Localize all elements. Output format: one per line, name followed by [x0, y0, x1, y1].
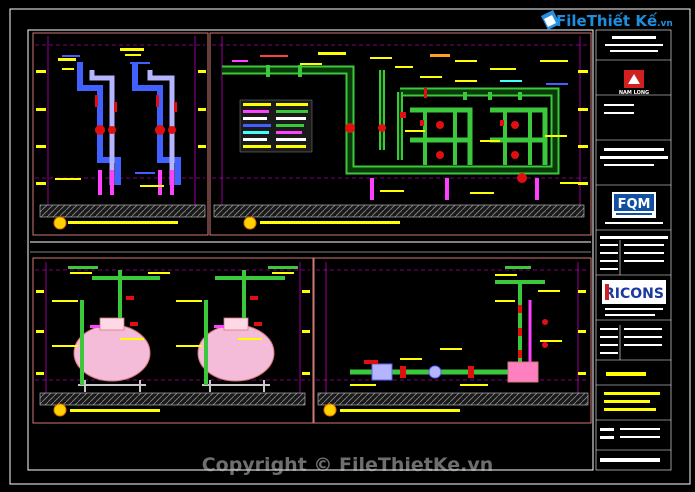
- floor-slab-3: [39, 392, 306, 406]
- watermark-logo-prefix: File: [556, 12, 587, 30]
- section-top-right: [209, 32, 592, 236]
- floor-slab-4: [317, 392, 589, 406]
- tank-pipes: [80, 270, 285, 385]
- logo-ricons-text: RICONS: [604, 286, 664, 302]
- section-tag-1: [53, 216, 67, 230]
- tank-annotations: [52, 266, 298, 347]
- filter-tanks: [73, 317, 275, 392]
- logo-nam-long: NAM LONG: [619, 70, 649, 96]
- section-bottom-right: [313, 257, 592, 424]
- logo-fqm-text: FQM: [618, 197, 651, 212]
- section-tag-2: [243, 216, 257, 230]
- watermark-logo-icon: [541, 10, 560, 30]
- title-block-text: [600, 36, 668, 462]
- section-tag-3: [53, 403, 67, 417]
- level-marks: [36, 70, 588, 375]
- watermark-logo-suffix: .vn: [657, 19, 673, 29]
- valve-red-group-2: [345, 88, 527, 183]
- sheet-border: [9, 8, 691, 485]
- drawing-frame: [27, 29, 594, 471]
- logo-fqm: FQM: [612, 192, 656, 218]
- watermark-copyright: Copyright © FileThietKe.vn: [201, 454, 494, 476]
- watermark-logo-main: Thiết Kế: [586, 12, 658, 30]
- pump-body: [371, 361, 539, 383]
- pump-annotations: [350, 266, 562, 386]
- pump-line: [350, 280, 545, 375]
- logo-ricons: RICONS: [602, 280, 666, 304]
- floor-slab-1: [39, 204, 206, 218]
- title-block: [595, 29, 672, 471]
- watermark-logo-text: FileThiết Kế.vn: [556, 12, 673, 30]
- riser-detail-left: [77, 62, 181, 195]
- section-bottom-left: [32, 257, 314, 424]
- network-annotations: [232, 52, 580, 194]
- section-tag-4: [323, 403, 337, 417]
- section-top-left: [32, 32, 209, 236]
- logo-nam-long-caption: NAM LONG: [619, 90, 649, 96]
- green-pipe-network: [222, 65, 560, 175]
- legend-rows: [243, 103, 308, 148]
- valve-red-group-1: [95, 95, 177, 135]
- floor-slab-2: [213, 204, 585, 218]
